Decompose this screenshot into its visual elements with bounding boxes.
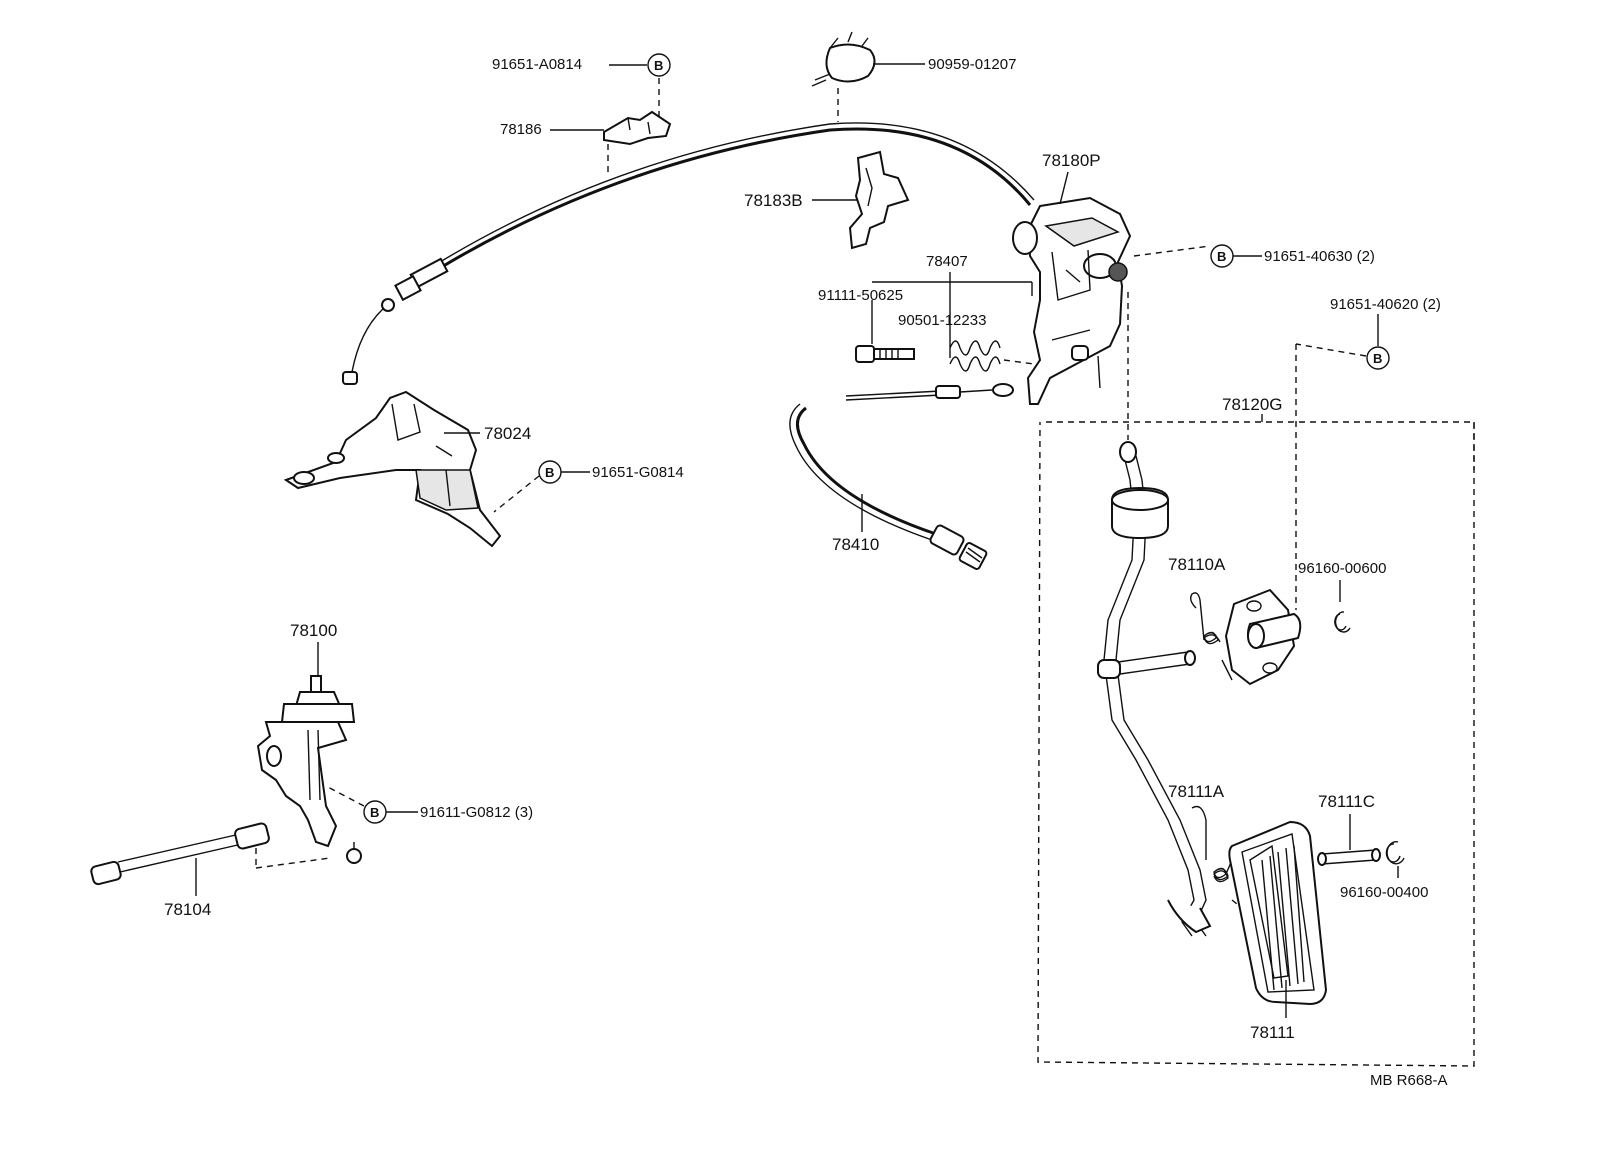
bracket-78024 [283, 390, 502, 548]
bolt-b-symbol: B [647, 53, 671, 77]
label-90959-01207: 90959-01207 [928, 56, 1016, 73]
label-78120G: 78120G [1222, 395, 1283, 414]
label-96160-00600: 96160-00600 [1298, 560, 1386, 577]
pin-78111C [1317, 848, 1381, 866]
label-78104: 78104 [164, 900, 211, 919]
spring-78111A [1191, 805, 1233, 883]
label-91651-40620: 91651-40620 (2) [1330, 296, 1441, 313]
link-assembly-78180P [1012, 196, 1132, 405]
svg-text:B: B [654, 58, 663, 73]
label-78183B: 78183B [744, 191, 803, 210]
label-78407: 78407 [926, 253, 968, 270]
svg-text:B: B [545, 465, 554, 480]
cable-clamp-90959-01207 [811, 31, 925, 122]
bolt-b-symbol: B [1210, 244, 1234, 268]
bolt-91111-50625 [855, 345, 915, 363]
pedal-arm [1103, 441, 1212, 937]
label-91651-40630: 91651-40630 (2) [1264, 248, 1375, 265]
label-78410: 78410 [832, 535, 879, 554]
bolt-b-symbol: B [1366, 346, 1390, 370]
label-91651-A0814: 91651-A0814 [492, 56, 582, 73]
label-91111-50625: 91111-50625 [818, 287, 903, 304]
spring-90501-12233 [949, 340, 1001, 372]
label-78111C: 78111C [1318, 792, 1375, 811]
label-78186: 78186 [500, 121, 542, 138]
pivot-shaft [1097, 650, 1196, 679]
clip-96160-00400 [1385, 841, 1405, 865]
label-78110A: 78110A [1168, 555, 1226, 574]
spring-78110A [1189, 592, 1233, 681]
clip-96160-00600 [1334, 611, 1351, 633]
bolt-b-symbol: B [538, 460, 562, 484]
label-78111A: 78111A [1168, 782, 1225, 801]
rod-with-eye [845, 383, 1014, 401]
bracket-78186 [603, 110, 672, 146]
label-91651-G0814: 91651-G0814 [592, 464, 684, 481]
svg-text:B: B [370, 805, 379, 820]
bolt-b-symbol: B [363, 800, 387, 824]
label-78180P: 78180P [1042, 151, 1101, 170]
pedal-pivot-bracket [1224, 588, 1302, 686]
label-78024: 78024 [484, 424, 531, 443]
accelerator-cable [342, 122, 1035, 385]
label-91611-G0812: 91611-G0812 (3) [420, 804, 533, 821]
label-78111: 78111 [1250, 1023, 1295, 1042]
label-96160-00400: 96160-00400 [1340, 884, 1428, 901]
cable-78410 [789, 403, 988, 570]
rod-78104 [90, 822, 270, 886]
label-90501-12233: 90501-12233 [898, 312, 986, 329]
reference-code: MB R668-A [1370, 1072, 1448, 1089]
pedal-pad-78111 [1228, 820, 1328, 1006]
assembly-78100 [256, 675, 362, 864]
label-78100: 78100 [290, 621, 337, 640]
svg-text:B: B [1217, 249, 1226, 264]
bracket-78183B [848, 150, 910, 250]
svg-text:B: B [1373, 351, 1382, 366]
pedal-assembly-box-78120G [1037, 421, 1475, 1067]
